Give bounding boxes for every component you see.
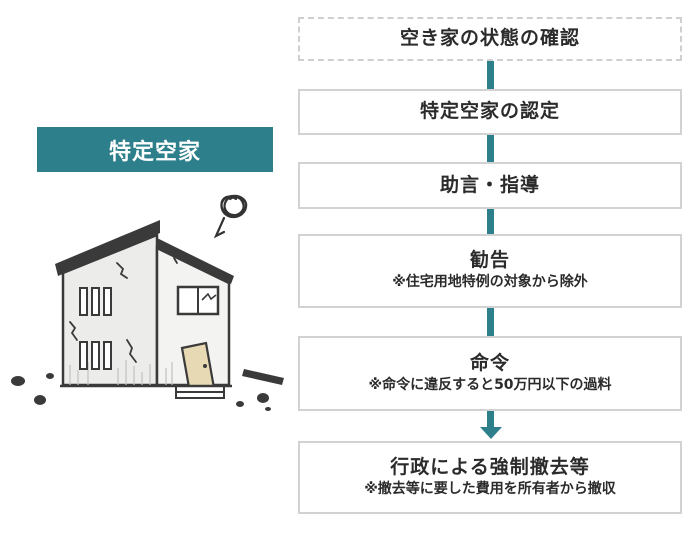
step-title: 行政による強制撤去等 [390,455,590,478]
dilapidated-house-illustration [11,194,284,411]
step-designation: 特定空家の認定 [298,89,682,135]
step-title: 特定空家の認定 [419,100,560,123]
step-note: ※撤去等に要した費用を所有者から撤収 [364,480,616,497]
connector-line [487,207,494,236]
step-order: 命令 ※命令に違反すると50万円以下の過料 [298,336,682,411]
step-title: 助言・指導 [439,173,540,196]
step-title: 命令 [469,351,510,374]
connector-line [487,59,494,91]
step-note: ※住宅用地特例の対象から除外 [392,274,588,291]
connector-line [487,306,494,338]
step-advice-guidance: 助言・指導 [298,162,682,209]
step-title: 勧告 [469,249,510,272]
step-title: 空き家の状態の確認 [399,27,580,50]
connector-line [487,133,494,164]
step-check-condition: 空き家の状態の確認 [298,17,682,61]
step-forced-removal: 行政による強制撤去等 ※撤去等に要した費用を所有者から撤収 [298,441,682,514]
step-recommendation: 勧告 ※住宅用地特例の対象から除外 [298,234,682,308]
down-arrow-icon [480,427,502,439]
step-note: ※命令に違反すると50万円以下の過料 [368,376,612,393]
scribble-icon [213,194,248,239]
connector-line [487,409,494,429]
specified-vacant-house-label: 特定空家 [37,127,273,172]
